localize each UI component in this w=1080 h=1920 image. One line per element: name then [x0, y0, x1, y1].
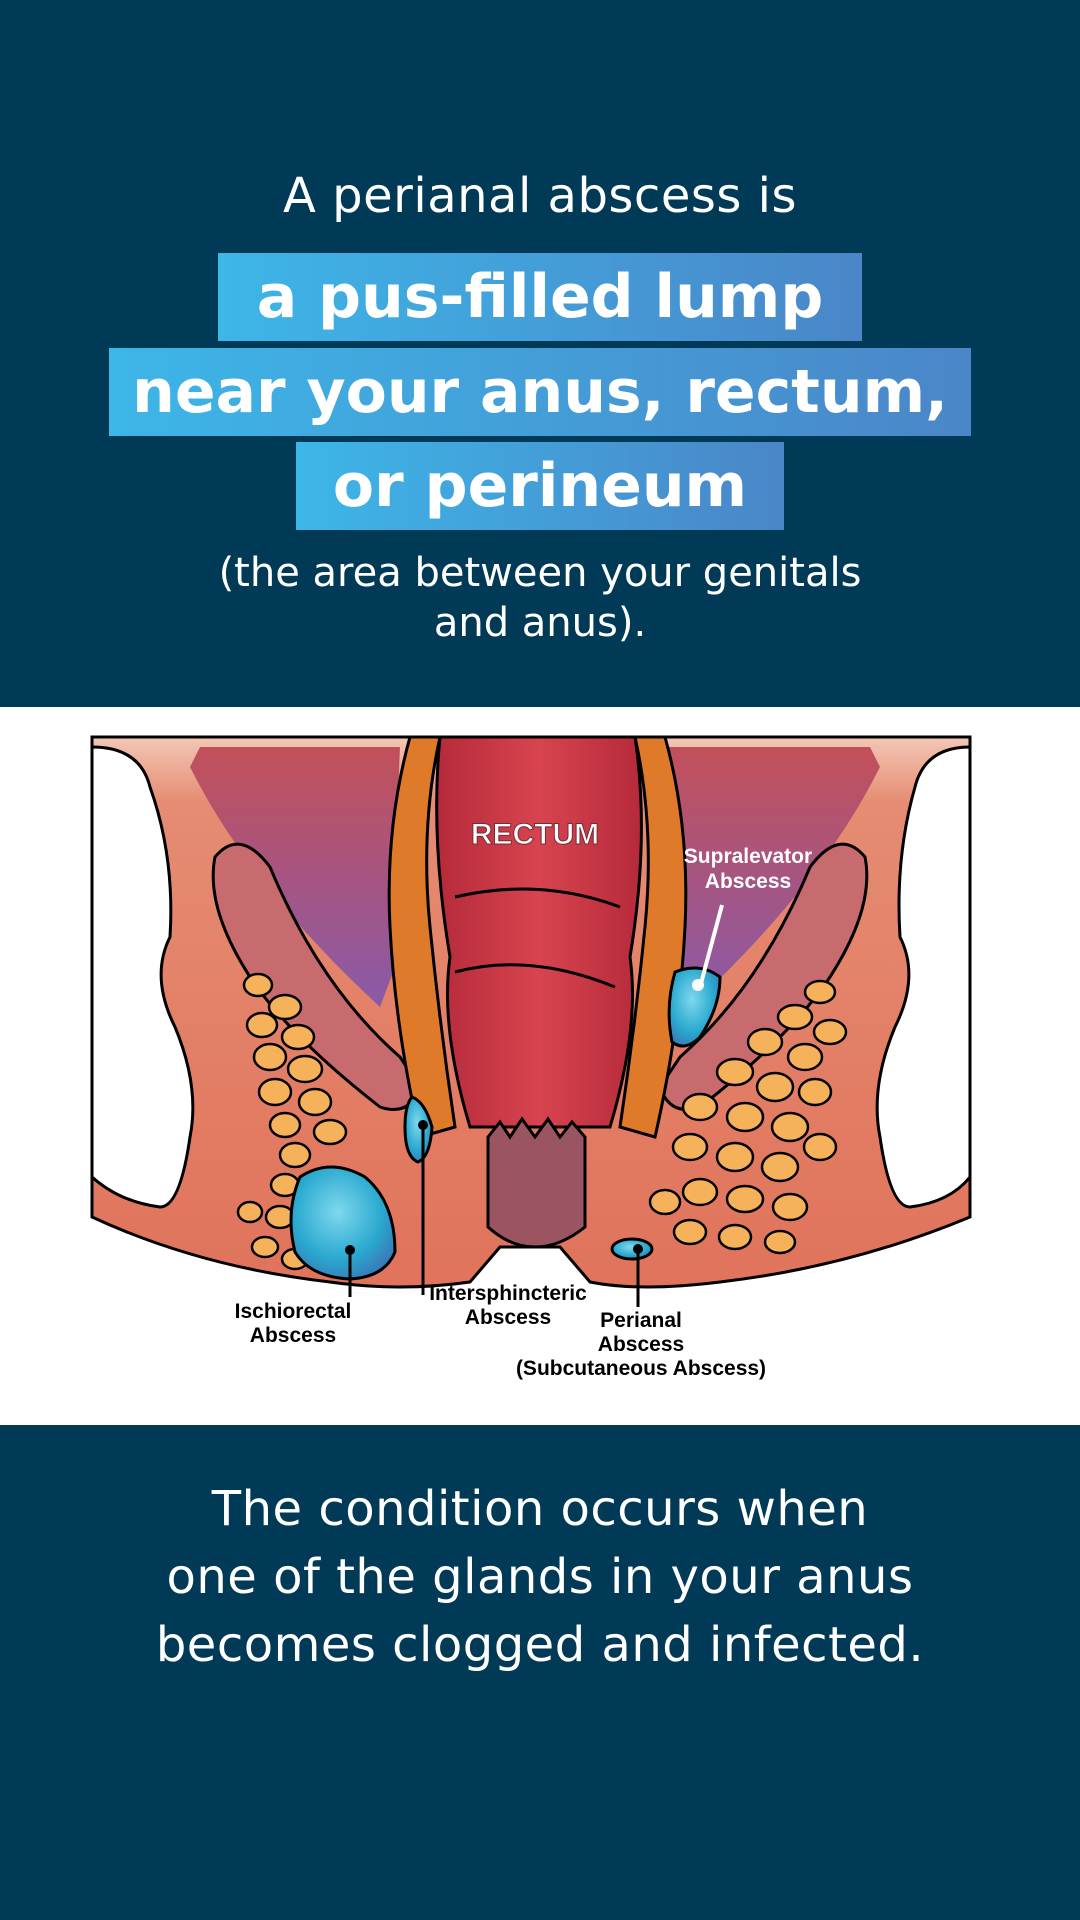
footer-line-2: one of the glands in your anus	[166, 1549, 914, 1605]
supralevator-dot	[692, 979, 704, 991]
footer-line-1: The condition occurs when	[211, 1481, 869, 1537]
left-levator-muscle	[211, 842, 422, 1111]
perianal-label-line-3: (Subcutaneous Abscess)	[516, 1357, 766, 1380]
supralevator-label-line-1: Supralevator	[684, 845, 812, 868]
anal-canal	[486, 1116, 587, 1249]
right-levator-muscle	[658, 842, 869, 1111]
right-fat-lobules	[648, 979, 848, 1255]
ischiorectal-label-line-1: Ischiorectal	[235, 1300, 352, 1323]
left-bone	[90, 745, 195, 1209]
left-levator-zone	[190, 747, 400, 1007]
footer-line-3: becomes clogged and infected.	[155, 1617, 925, 1673]
perianal-label-line-1: Perianal	[600, 1309, 682, 1332]
supralevator-leader	[698, 904, 724, 988]
intersphincteric-label-line-1: Intersphincteric	[429, 1282, 587, 1305]
highlight-line-3: or perineum	[296, 442, 784, 530]
supralevator-label-line-2: Abscess	[705, 870, 791, 893]
ischiorectal-dot	[345, 1245, 355, 1255]
intersphincteric-abscess	[403, 1095, 434, 1164]
rectum-label: RECTUM	[471, 818, 599, 851]
supralevator-abscess	[667, 966, 722, 1048]
highlight-line-2: near your anus, rectum,	[109, 348, 971, 436]
rectum-body	[435, 735, 643, 1129]
intro-text: A perianal abscess is	[283, 168, 797, 224]
header-section: A perianal abscess is a pus-filled lump …	[0, 0, 1080, 707]
perianal-label-line-2: Abscess	[598, 1333, 684, 1356]
rectum-fold-1	[454, 887, 621, 909]
perianal-dot	[633, 1244, 643, 1254]
anatomy-illustration: RECTUM Supralevator Abscess Ischiorectal…	[90, 735, 972, 1380]
perianal-abscess	[610, 1237, 654, 1261]
ischiorectal-abscess	[289, 1165, 397, 1281]
rectum-fold-2	[454, 963, 616, 989]
anatomy-diagram: RECTUM Supralevator Abscess Ischiorectal…	[0, 707, 1080, 1425]
right-bone	[875, 745, 972, 1209]
left-sphincter	[387, 735, 457, 1139]
left-fat-lobules	[236, 972, 348, 1271]
ischiorectal-label-line-2: Abscess	[250, 1324, 336, 1347]
sub-text-line-1: (the area between your genitals	[218, 550, 862, 596]
intersphincteric-label-line-2: Abscess	[465, 1306, 551, 1329]
footer-section: The condition occurs when one of the gla…	[0, 1425, 1080, 1920]
right-sphincter	[618, 735, 688, 1139]
right-levator-zone	[660, 747, 880, 1007]
sub-text-line-2: and anus).	[433, 600, 647, 646]
intersphincteric-dot	[418, 1120, 428, 1130]
highlight-line-1: a pus-filled lump	[218, 253, 862, 341]
